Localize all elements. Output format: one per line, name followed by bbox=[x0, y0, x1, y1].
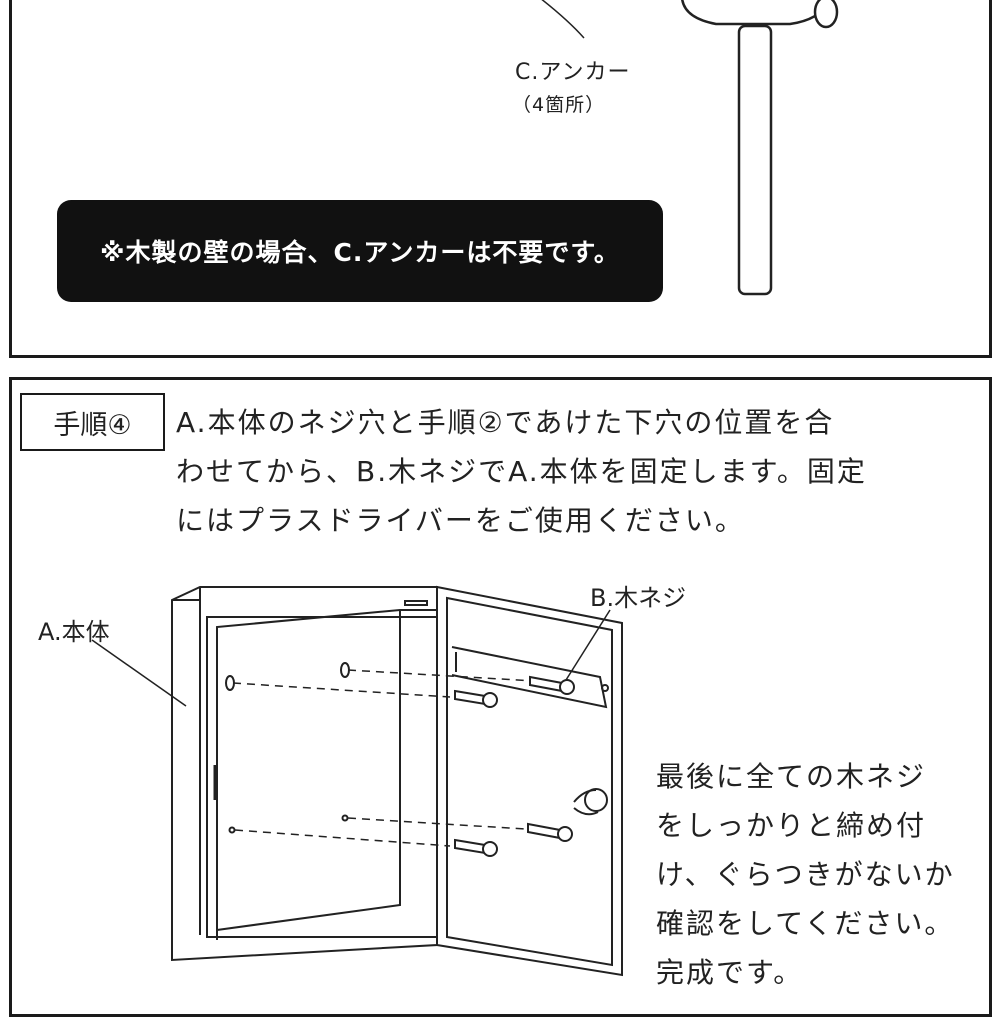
label-wood-screw: B.木ネジ bbox=[590, 584, 687, 612]
step4-instruction: A.本体のネジ穴と手順②であけた下穴の位置を合 わせてから、B.木ネジでA.本体… bbox=[176, 398, 966, 545]
wood-screw bbox=[528, 824, 572, 841]
wood-wall-note: ※木製の壁の場合、C.アンカーは不要です。 bbox=[57, 200, 663, 302]
cabinet-outline bbox=[172, 587, 437, 960]
screw-guide-lines bbox=[233, 670, 535, 846]
door-illustration bbox=[437, 587, 622, 975]
screw-leader-line bbox=[566, 610, 610, 680]
label-body: A.本体 bbox=[38, 618, 110, 646]
hammer-illustration bbox=[682, 0, 837, 294]
anchor-label: C.アンカー bbox=[515, 60, 631, 85]
instruction-line: わせてから、B.木ネジでA.本体を固定します。固定 bbox=[176, 455, 867, 488]
step4-tab: 手順④ bbox=[20, 393, 165, 451]
wood-screws bbox=[455, 677, 574, 856]
final-line: 確認をしてください。 bbox=[656, 907, 955, 940]
door-knob bbox=[574, 789, 607, 814]
final-line: け、ぐらつきがないか bbox=[656, 858, 955, 891]
final-instruction: 最後に全ての木ネジ をしっかりと締め付 け、ぐらつきがないか 確認をしてください… bbox=[656, 752, 986, 997]
instruction-line: にはプラスドライバーをご使用ください。 bbox=[176, 504, 745, 537]
screw-hole bbox=[343, 816, 348, 821]
cabinet-illustration bbox=[172, 587, 437, 960]
screw-hole bbox=[230, 828, 235, 833]
anchor-leader-line bbox=[540, 0, 584, 38]
wood-screw bbox=[530, 677, 574, 694]
wood-screw bbox=[455, 691, 497, 707]
body-leader-line bbox=[92, 640, 186, 706]
wood-screw bbox=[455, 840, 497, 856]
instruction-line: A.本体のネジ穴と手順②であけた下穴の位置を合 bbox=[176, 406, 835, 439]
final-line: 完成です。 bbox=[656, 956, 804, 989]
anchor-count: （4箇所） bbox=[512, 94, 606, 116]
final-line: 最後に全ての木ネジ bbox=[656, 760, 927, 793]
final-line: をしっかりと締め付 bbox=[656, 809, 927, 842]
